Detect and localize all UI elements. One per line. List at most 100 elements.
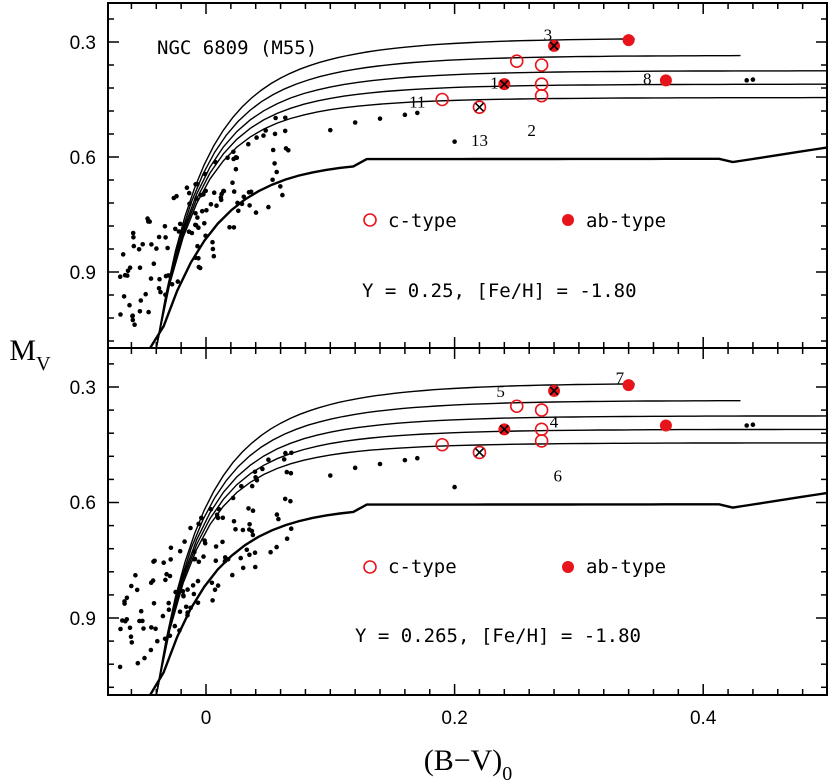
isochrone-track bbox=[155, 428, 828, 696]
field-star bbox=[240, 565, 246, 571]
x-tick-label: 0.4 bbox=[690, 708, 717, 729]
ab-type-star bbox=[659, 419, 672, 432]
field-star bbox=[128, 634, 134, 639]
field-star bbox=[209, 580, 215, 586]
field-star bbox=[213, 558, 219, 563]
field-star bbox=[143, 291, 148, 297]
field-star bbox=[288, 498, 293, 504]
field-star bbox=[173, 226, 178, 232]
field-star bbox=[148, 580, 154, 585]
field-star bbox=[166, 607, 172, 612]
field-star bbox=[230, 495, 236, 501]
field-star bbox=[158, 289, 163, 295]
field-star bbox=[125, 268, 131, 274]
field-star bbox=[180, 589, 186, 594]
x-axis-title: (B−V)0 bbox=[424, 744, 513, 783]
isochrone-track bbox=[155, 442, 828, 696]
bottom-legend-c-marker bbox=[363, 560, 377, 574]
field-star bbox=[124, 595, 130, 601]
field-star bbox=[328, 473, 333, 478]
field-star bbox=[141, 626, 146, 631]
field-star bbox=[118, 312, 123, 317]
field-star bbox=[186, 229, 192, 234]
field-star bbox=[163, 577, 168, 583]
field-star bbox=[283, 450, 288, 456]
field-star bbox=[174, 193, 179, 199]
field-star bbox=[274, 169, 280, 175]
field-star bbox=[244, 547, 250, 553]
star-number-label: 3 bbox=[544, 25, 553, 44]
field-star bbox=[230, 572, 235, 578]
field-star bbox=[278, 184, 283, 189]
field-star bbox=[202, 221, 207, 226]
field-star bbox=[157, 276, 162, 282]
field-star bbox=[163, 292, 168, 298]
cross-mark bbox=[499, 424, 509, 434]
field-star bbox=[203, 188, 208, 194]
field-star bbox=[402, 457, 408, 463]
cross-mark bbox=[474, 447, 485, 458]
star-number-label: 13 bbox=[471, 131, 488, 150]
bottom-legend-ab-label: ab-type bbox=[586, 556, 666, 578]
field-star bbox=[117, 274, 123, 280]
c-type-star bbox=[509, 54, 524, 68]
field-star bbox=[132, 322, 137, 328]
field-star bbox=[247, 522, 252, 527]
field-star bbox=[231, 519, 237, 524]
field-star bbox=[328, 127, 333, 133]
field-star bbox=[154, 246, 159, 251]
field-star bbox=[230, 180, 235, 185]
field-star bbox=[208, 202, 214, 207]
field-star bbox=[148, 276, 154, 281]
cross-mark bbox=[474, 102, 485, 112]
field-star bbox=[231, 149, 236, 155]
bottom-annotation: Y = 0.265, [Fe/H] = -1.80 bbox=[355, 625, 641, 647]
field-star bbox=[283, 115, 288, 121]
cross-mark bbox=[549, 41, 559, 51]
field-star bbox=[197, 265, 203, 271]
field-star bbox=[247, 552, 252, 558]
field-star bbox=[250, 532, 256, 538]
field-star bbox=[225, 155, 230, 161]
field-star bbox=[750, 422, 756, 428]
top-legend-c-label: c-type bbox=[388, 210, 457, 232]
field-star bbox=[120, 252, 126, 257]
isochrone-track bbox=[155, 383, 635, 696]
field-star bbox=[130, 313, 135, 319]
field-star bbox=[268, 549, 273, 555]
y-axis-title: MV bbox=[9, 334, 51, 375]
field-star bbox=[140, 242, 145, 247]
field-star bbox=[750, 77, 756, 82]
x-tick-label: 0.2 bbox=[441, 708, 467, 729]
field-star bbox=[131, 243, 137, 249]
star-number-label: 8 bbox=[643, 69, 652, 88]
field-star bbox=[266, 457, 271, 463]
field-star bbox=[168, 557, 173, 562]
field-star bbox=[191, 557, 197, 562]
field-star bbox=[210, 598, 215, 603]
field-star bbox=[210, 239, 215, 245]
c-type-star bbox=[435, 92, 449, 107]
field-star bbox=[123, 618, 128, 624]
field-star bbox=[196, 521, 201, 527]
bottom-legend-ab-marker bbox=[562, 561, 574, 573]
field-star bbox=[167, 573, 173, 579]
field-star bbox=[239, 201, 245, 207]
isochrone-track bbox=[155, 415, 828, 696]
field-star bbox=[149, 242, 154, 247]
top-legend-c-marker bbox=[363, 213, 377, 227]
field-star bbox=[195, 600, 201, 606]
field-star bbox=[140, 618, 145, 624]
field-star bbox=[234, 155, 240, 160]
field-star bbox=[190, 583, 196, 588]
field-star bbox=[452, 139, 457, 144]
field-star bbox=[211, 253, 217, 259]
field-star bbox=[169, 282, 175, 287]
field-star bbox=[177, 548, 183, 554]
field-star bbox=[222, 559, 228, 564]
star-number-label: 2 bbox=[527, 121, 536, 140]
field-star bbox=[193, 211, 198, 216]
field-star bbox=[220, 515, 226, 521]
c-type-star bbox=[534, 434, 549, 448]
